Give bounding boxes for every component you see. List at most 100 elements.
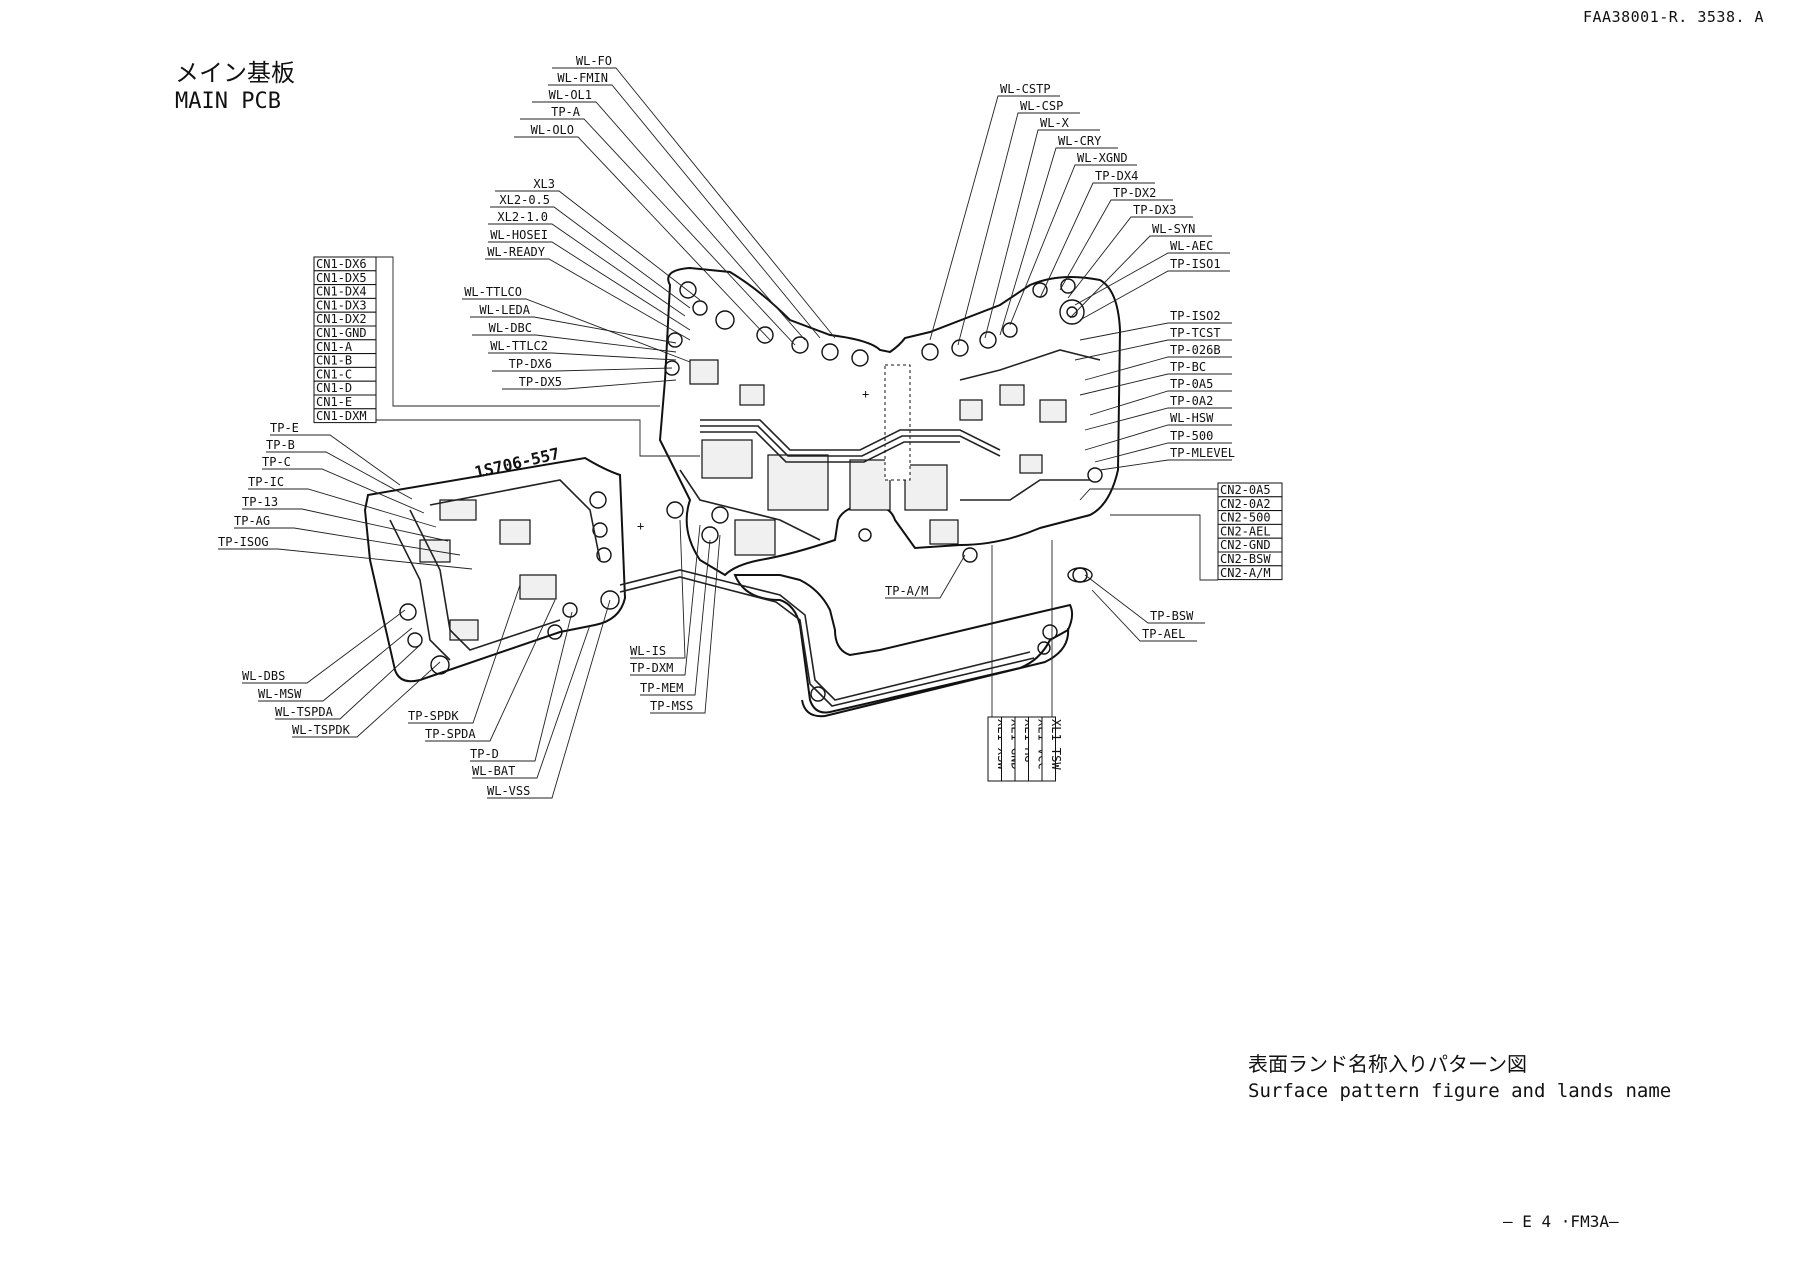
label-wl-ttlc2: WL-TTLC2 <box>490 339 548 353</box>
label-tp-0a2: TP-0A2 <box>1170 394 1213 408</box>
label-wl-fmin: WL-FMIN <box>557 71 608 85</box>
xl1-pin-box <box>1041 716 1056 782</box>
leader-line <box>1091 589 1197 642</box>
label-wl-aec: WL-AEC <box>1170 239 1213 253</box>
label-cn1-gnd: CN1-GND <box>316 326 367 340</box>
label-wl-tspda: WL-TSPDA <box>275 705 334 719</box>
caption-japanese: 表面ランド名称入りパターン図 <box>1248 1052 1527 1076</box>
label-wl-syn: WL-SYN <box>1152 222 1195 236</box>
cn2-pin-box <box>1217 565 1283 581</box>
label-tp-d: TP-D <box>470 747 499 761</box>
label-wl-is: WL-IS <box>630 644 666 658</box>
label-cn2-ael: CN2-AEL <box>1220 524 1271 538</box>
leader-line <box>470 611 573 762</box>
leader-line <box>1079 270 1230 321</box>
label-cn2-a-m: CN2-A/M <box>1220 566 1271 580</box>
leader-line <box>1079 373 1232 396</box>
leader-line <box>548 84 821 339</box>
label-wl-ttlco: WL-TTLCO <box>464 285 522 299</box>
cn1-pin-box <box>313 408 377 424</box>
leader-line <box>495 190 701 301</box>
label-tp-500: TP-500 <box>1170 429 1213 443</box>
label-wl-vss: WL-VSS <box>487 784 530 798</box>
label-wl-ready: WL-READY <box>487 245 546 259</box>
label-tp-13: TP-13 <box>242 495 278 509</box>
label-tp-iso1: TP-ISO1 <box>1170 257 1221 271</box>
leader-line <box>425 599 556 742</box>
label-wl-csp: WL-CSP <box>1020 99 1063 113</box>
label-wl-bat: WL-BAT <box>472 764 515 778</box>
label-tp-dx5: TP-DX5 <box>519 375 562 389</box>
land-labels: WL-FOWL-FMINWL-OL1TP-AWL-OLOXL3XL2-0.5XL… <box>218 54 1283 798</box>
board-marking: 1S706-557 <box>473 444 562 482</box>
leader-line <box>1084 424 1232 451</box>
label-wl-leda: WL-LEDA <box>479 303 530 317</box>
leader-line <box>242 609 406 684</box>
leader-line <box>242 508 449 542</box>
label-wl-fo: WL-FO <box>576 54 612 68</box>
leader-line <box>1069 235 1212 319</box>
leader-line <box>488 352 677 361</box>
leader-line <box>630 519 686 659</box>
leader-line <box>1094 442 1232 463</box>
leader-line <box>1067 216 1193 299</box>
label-tp-spda: TP-SPDA <box>425 727 476 741</box>
label-cn1-dx3: CN1-DX3 <box>316 298 367 312</box>
label-wl-x: WL-X <box>1040 116 1070 130</box>
label-cn2-gnd: CN2-GND <box>1220 538 1271 552</box>
leader-line <box>485 258 691 341</box>
leader-line <box>929 95 1060 341</box>
label-cn1-c: CN1-C <box>316 367 352 381</box>
caption-english: Surface pattern figure and lands name <box>1248 1080 1672 1102</box>
label-cn1-d: CN1-D <box>316 381 352 395</box>
leader-line <box>270 434 401 486</box>
leader-line <box>218 548 473 570</box>
label-tp-b: TP-B <box>266 438 295 452</box>
label-cn1-b: CN1-B <box>316 354 352 368</box>
label-tp-026b: TP-026B <box>1170 343 1221 357</box>
leader-line <box>1074 339 1232 361</box>
document-id: FAA38001-R. 3538. A <box>1583 8 1765 26</box>
leader-line <box>487 599 611 799</box>
label-tp-tcst: TP-TCST <box>1170 326 1221 340</box>
label-cn2-0a5: CN2-0A5 <box>1220 483 1271 497</box>
label-tp-dxm: TP-DXM <box>630 661 673 675</box>
label-wl-msw: WL-MSW <box>258 687 302 701</box>
label-cn1-dxm: CN1-DXM <box>316 409 367 423</box>
label-xl3: XL3 <box>533 177 555 191</box>
label-cn1-dx5: CN1-DX5 <box>316 271 367 285</box>
label-cn1-dx2: CN1-DX2 <box>316 312 367 326</box>
label-tp-c: TP-C <box>262 455 291 469</box>
label-cn2-500: CN2-500 <box>1220 511 1271 525</box>
leader-line <box>1079 322 1232 341</box>
leader-line <box>885 554 966 599</box>
leader-line <box>234 527 461 556</box>
label-wl-ol1: WL-OL1 <box>549 88 592 102</box>
label-tp-dx2: TP-DX2 <box>1113 186 1156 200</box>
board-outline <box>363 266 1122 718</box>
leader-line <box>999 147 1118 336</box>
label-cn2-bsw: CN2-BSW <box>1220 552 1271 566</box>
leader-line <box>248 488 437 528</box>
label-cn2-0a2: CN2-0A2 <box>1220 497 1271 511</box>
label-cn1-e: CN1-E <box>316 395 352 409</box>
leader-line <box>492 367 673 372</box>
leader-line <box>462 298 691 363</box>
label-wl-tspdk: WL-TSPDK <box>292 723 351 737</box>
leader-line <box>490 206 691 309</box>
label-wl-hsw: WL-HSW <box>1170 411 1214 425</box>
label-tp-dx6: TP-DX6 <box>509 357 552 371</box>
leader-line <box>1059 199 1173 291</box>
label-wl-olo: WL-OLO <box>531 123 574 137</box>
leader-line <box>472 334 677 353</box>
label-wl-dbc: WL-DBC <box>489 321 532 335</box>
leader-line <box>514 136 771 341</box>
page-number: — E 4 ·FM3A— <box>1503 1212 1619 1231</box>
caption: 表面ランド名称入りパターン図 Surface pattern figure an… <box>1248 1050 1671 1104</box>
leader-line <box>275 644 421 720</box>
leader-line <box>488 223 686 317</box>
leader-line <box>650 534 721 714</box>
leader-line <box>984 129 1100 339</box>
label-tp-mem: TP-MEM <box>640 681 683 695</box>
label-tp-mlevel: TP-MLEVEL <box>1170 446 1235 460</box>
